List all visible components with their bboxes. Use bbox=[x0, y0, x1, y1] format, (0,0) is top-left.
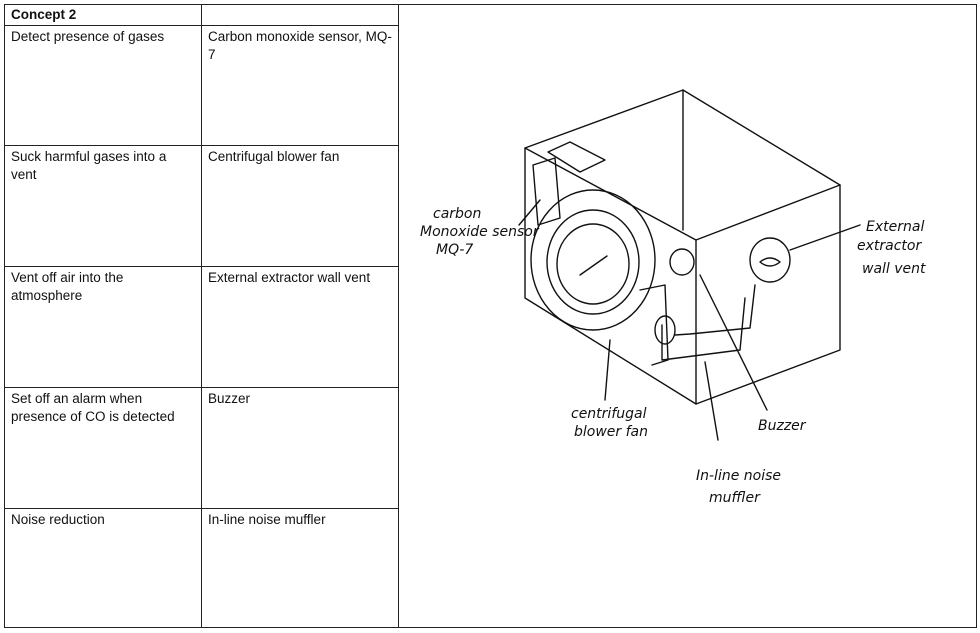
muffler-duct bbox=[661, 297, 746, 361]
fan-side-panel bbox=[639, 284, 669, 366]
leader-fan bbox=[604, 339, 611, 401]
wall-vent-shape bbox=[749, 237, 791, 283]
wall-vent-grille bbox=[759, 257, 781, 267]
function-cell-4: Set off an alarm when presence of CO is … bbox=[11, 391, 175, 424]
row-divider bbox=[5, 25, 398, 26]
function-cell-2: Suck harmful gases into a vent bbox=[11, 149, 167, 182]
leader-buzzer bbox=[699, 274, 768, 411]
column-divider-2 bbox=[398, 5, 399, 627]
label-muffler-line2: muffler bbox=[709, 490, 761, 506]
muffler-inlet bbox=[654, 315, 676, 345]
muffler-duct-inner bbox=[674, 284, 756, 336]
sensor-module bbox=[532, 157, 561, 226]
concept-frame: Concept 2 Detect presence of gases Carbo… bbox=[4, 4, 977, 628]
row-divider bbox=[5, 145, 398, 146]
solution-cell-3: External extractor wall vent bbox=[208, 270, 371, 285]
fan-ring-inner bbox=[556, 223, 630, 305]
function-cell-5: Noise reduction bbox=[11, 512, 105, 527]
function-cell-1: Detect presence of gases bbox=[11, 29, 165, 44]
label-fan-line2: blower fan bbox=[574, 424, 648, 440]
row-divider bbox=[5, 508, 398, 509]
label-muffler-line1: In-line noise bbox=[696, 468, 781, 484]
label-fan-line1: centrifugal bbox=[571, 406, 647, 422]
leader-vent bbox=[789, 224, 861, 251]
solution-cell-5: In-line noise muffler bbox=[208, 512, 326, 527]
solution-cell-2: Centrifugal blower fan bbox=[208, 149, 340, 164]
fan-housing bbox=[530, 189, 656, 331]
fan-ring-outer bbox=[546, 209, 640, 315]
function-cell-3: Vent off air into the atmosphere bbox=[11, 270, 124, 303]
label-vent-line3: wall vent bbox=[862, 261, 926, 277]
row-divider bbox=[5, 266, 398, 267]
label-buzzer: Buzzer bbox=[758, 418, 807, 434]
fan-arrow bbox=[579, 255, 608, 276]
row-divider bbox=[5, 387, 398, 388]
leader-muffler bbox=[704, 361, 719, 441]
column-divider-1 bbox=[201, 5, 202, 627]
concept-sketch: carbon Monoxide sensor MQ-7 External ext… bbox=[420, 89, 926, 506]
label-sensor-line2: Monoxide sensor bbox=[420, 224, 540, 240]
buzzer-shape bbox=[669, 248, 695, 276]
label-vent-line2: extractor bbox=[857, 238, 922, 254]
top-flap bbox=[547, 141, 606, 173]
label-vent-line1: External bbox=[866, 219, 924, 235]
label-sensor-line1: carbon bbox=[433, 206, 481, 222]
concept-title: Concept 2 bbox=[11, 7, 77, 22]
solution-cell-4: Buzzer bbox=[208, 391, 251, 406]
leader-sensor bbox=[518, 199, 541, 226]
solution-cell-1: Carbon monoxide sensor, MQ-7 bbox=[208, 29, 392, 62]
label-sensor-line3: MQ-7 bbox=[436, 242, 473, 258]
